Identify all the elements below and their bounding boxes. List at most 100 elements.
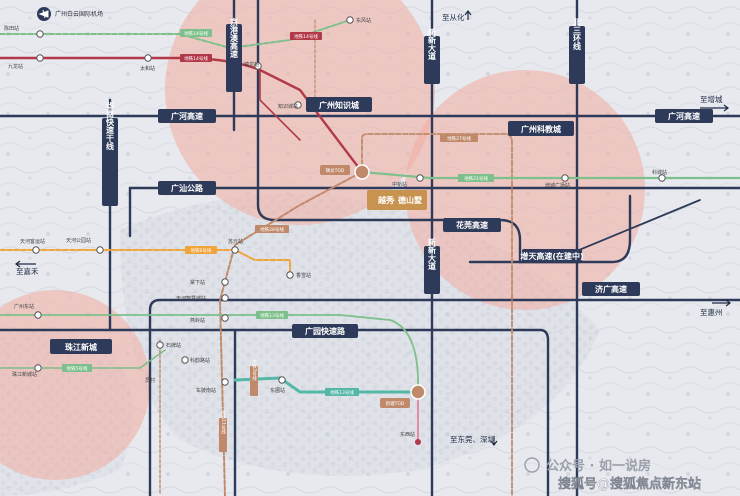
svg-text:天河公园站: 天河公园站 [66, 237, 91, 244]
station-kecheng: 科城站 [652, 169, 667, 182]
dir-zhiyuan: 至增城 [700, 94, 723, 104]
tag-l3: 地铁3号线 [252, 359, 258, 381]
station-yuancun: 员村 [145, 377, 155, 384]
station-icon [346, 16, 354, 24]
station-yanling: 燕岭站 [190, 314, 229, 324]
station-icon [221, 314, 229, 322]
station-icon [278, 376, 286, 384]
station-icon [221, 294, 229, 302]
svg-text:科韵路站: 科韵路站 [190, 357, 210, 364]
metro-stations: 东风站 太和站 镇龙站 知识城站 九龙站 陈田站 中新站 增城广场站 [4, 16, 667, 438]
tod-icon-xintang [410, 384, 426, 400]
tag-l27: 地铁27号线 [447, 135, 471, 142]
tod-xintang: 新塘TOD [386, 400, 405, 407]
station-icon [32, 246, 40, 254]
tag-l6: 地铁6号线 [191, 247, 212, 254]
arrow-up-icon [464, 10, 472, 20]
svg-text:增城广场站: 增城广场站 [545, 182, 570, 189]
station-icon [286, 271, 294, 279]
tag-l11: 地铁11号线 [221, 409, 227, 434]
dir-jiayu: 至嘉禾 [16, 266, 39, 276]
station-zhujiang-station: 珠江新城站 [12, 364, 42, 378]
dir-huizhou: 至惠州 [700, 307, 723, 317]
label-guanghe-right: 广河高速 [668, 111, 700, 121]
station-taihe: 太和站 [140, 54, 155, 72]
station-tianhe-smart: 天河智慧城站 [176, 294, 229, 302]
station-icon [221, 278, 229, 286]
label-jiguan: 济广高速 [595, 284, 627, 294]
svg-text:知识城站: 知识城站 [278, 103, 298, 110]
station-suyuan: 苏元站 [228, 238, 243, 254]
svg-text:天河客运站: 天河客运站 [20, 238, 45, 245]
svg-text:东西站: 东西站 [400, 431, 415, 438]
station-icon [34, 311, 42, 319]
dir-dongguan: 至东莞、深圳 [450, 434, 495, 444]
label-beisanhuan: 北三环线 [573, 17, 582, 51]
station-icon [181, 356, 189, 364]
dir-conghua: 至从化 [442, 12, 465, 22]
station-chebei: 车陂南站 [196, 378, 229, 394]
station-icon [231, 246, 239, 254]
svg-text:镇龙站: 镇龙站 [244, 61, 259, 68]
station-zhenlong: 镇龙站 [244, 61, 262, 70]
terminal-dot [415, 439, 421, 445]
project-line3: 德山墅 [398, 195, 422, 205]
svg-text:棠下站: 棠下站 [190, 279, 205, 286]
station-shipai: 石牌站 [156, 341, 181, 349]
wechat-icon [524, 457, 540, 473]
metro-line-orange [0, 249, 291, 276]
area-zhujiang: 珠江新城 [65, 342, 97, 352]
tag-l13: 地铁13号线 [330, 389, 354, 396]
tod-icon-zhenlong [354, 164, 370, 180]
station-icon [561, 174, 569, 182]
station-icon [36, 54, 44, 62]
airport-label: 广州白云国际机场 [55, 10, 103, 18]
svg-text:燕岭站: 燕岭站 [190, 317, 205, 324]
svg-text:石牌站: 石牌站 [166, 342, 181, 349]
arrow-down-icon [490, 436, 498, 446]
direction-labels: 至从化 至增城 至惠州 至东莞、深圳 至嘉禾 [15, 10, 731, 446]
watermark: 公众号 · 如一说房 搜狐号@搜狐焦点新东站 [524, 457, 701, 492]
arrow-left-icon [15, 260, 36, 268]
svg-text:东圃站: 东圃站 [270, 387, 285, 394]
station-zhixin: 知识城站 [278, 101, 302, 110]
area-knowledge-city: 广州知识城 [319, 100, 359, 110]
label-huanan: 华南快速干线 [105, 101, 115, 151]
area-sci-city: 广州科教城 [521, 124, 561, 134]
station-icon [221, 378, 229, 386]
svg-text:太和站: 太和站 [140, 65, 155, 72]
svg-text:香雪站: 香雪站 [296, 272, 311, 279]
metro-line-28 [218, 171, 363, 496]
metro-line-tags: 地铁14号线 地铁14号线 地铁14号线 地铁27号线 地铁21号线 地铁28号… [62, 29, 494, 452]
station-dongxi: 东西站 [400, 431, 415, 438]
watermark-line2: 搜狐号@搜狐焦点新东站 [558, 476, 701, 492]
station-dongfeng: 东风站 [346, 16, 371, 24]
station-zhongshan: 中新站 [392, 174, 424, 188]
airport-marker: 广州白云国际机场 [37, 7, 103, 21]
metro-line-13b [0, 314, 419, 393]
guangyuan-expressway [0, 328, 550, 496]
metro-line-14-branch [259, 69, 301, 141]
station-icon [144, 54, 152, 62]
station-icon [658, 174, 666, 182]
project-badge [367, 190, 427, 210]
tag-l14c: 地铁14号线 [294, 33, 318, 40]
project-marker: 越秀 · 德山墅 [367, 190, 427, 210]
label-xinxin-2: 新新大道 [428, 237, 437, 271]
station-guangzhou-east: 广州东站 [14, 303, 42, 319]
station-keyun: 科韵路站 [181, 356, 210, 364]
jiguan-highway [148, 298, 740, 496]
halo-zhujiang [0, 290, 150, 480]
station-zengcheng: 增城广场站 [545, 174, 570, 189]
station-changping: 天河公园站 [66, 237, 104, 254]
project-line1: 越秀 [377, 195, 395, 205]
tag-l28: 地铁28号线 [260, 226, 284, 233]
station-icon [254, 62, 262, 70]
halo-sci-city [405, 70, 645, 310]
station-jiulong: 九龙站 [8, 54, 44, 70]
svg-text:苏元站: 苏元站 [228, 238, 243, 245]
tag-l5: 地铁5号线 [67, 365, 88, 372]
label-huaguan: 花莞高速 [456, 220, 488, 230]
station-icon [96, 246, 104, 254]
